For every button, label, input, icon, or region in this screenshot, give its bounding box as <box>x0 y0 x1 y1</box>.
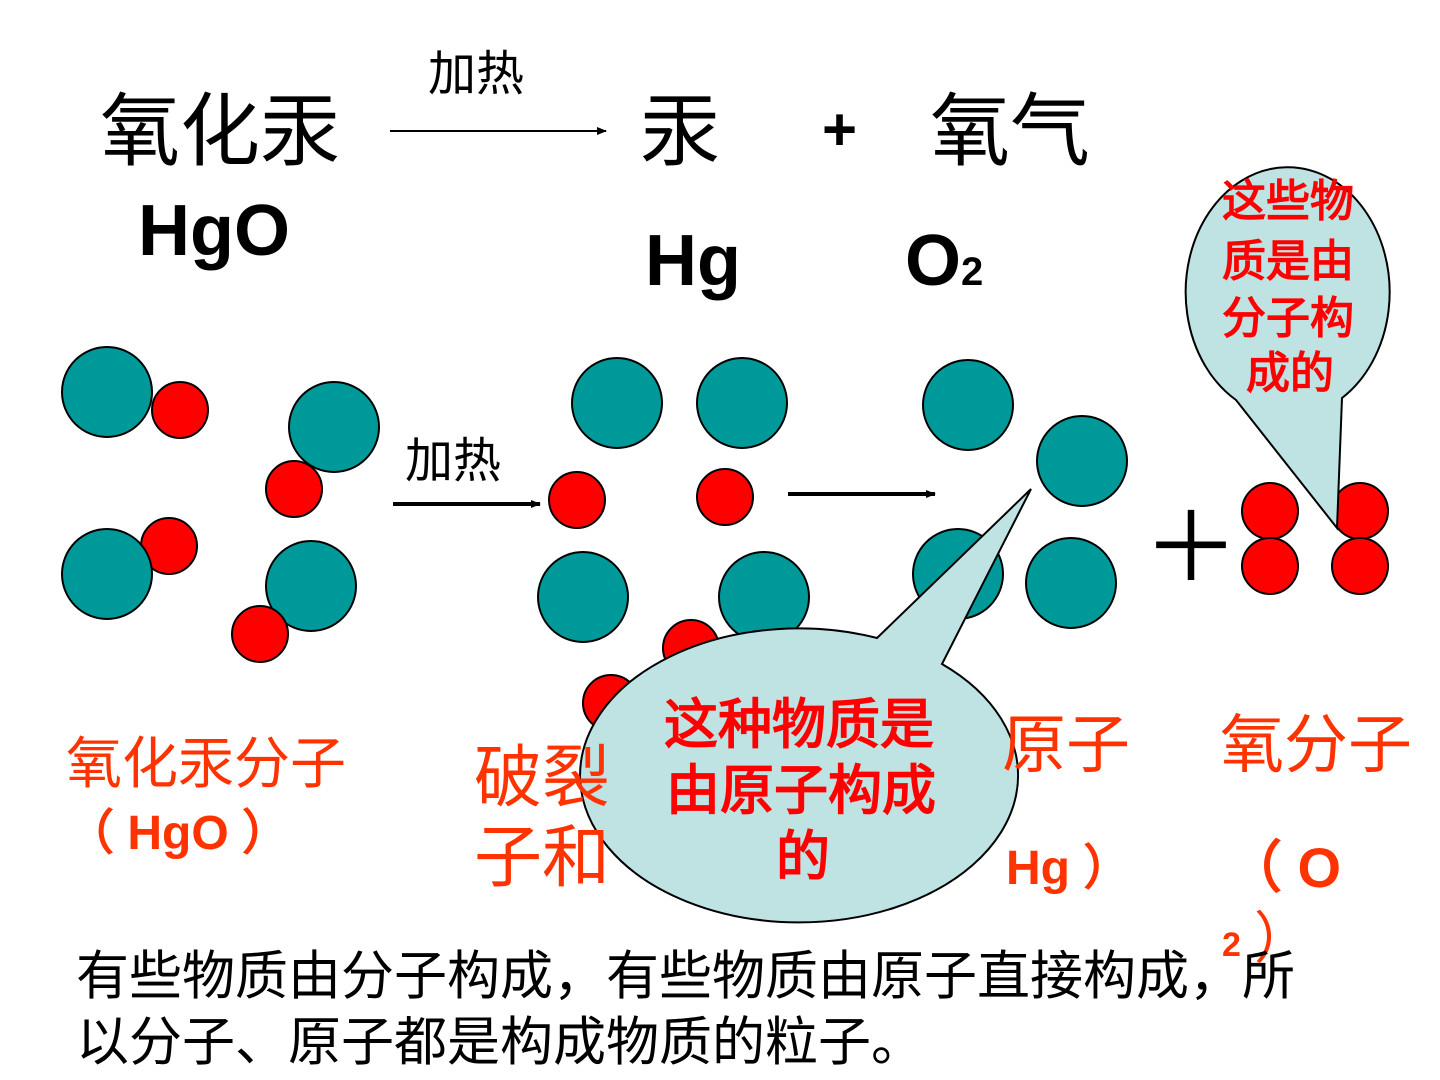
hg-atom-label: 原子 <box>1002 709 1130 783</box>
mercury-atom <box>922 359 1014 451</box>
mercury-atom <box>696 357 788 449</box>
mercury-atom <box>1025 537 1117 629</box>
product1-formula: Hg <box>645 221 741 301</box>
broken-label-line2: 子和 <box>474 819 611 898</box>
mercury-atom <box>288 381 380 473</box>
mercury-atom <box>61 528 153 620</box>
mercury-atom <box>265 540 357 632</box>
atoms-callout-bubble <box>579 488 1032 924</box>
hg-formula-label: Hg ） <box>1006 842 1132 895</box>
plus-sign: + <box>822 96 858 163</box>
reactant-name: 氧化汞 <box>100 85 340 178</box>
oxygen-atom <box>696 468 754 526</box>
hgo-molecule-label: 氧化汞分子 <box>66 732 346 797</box>
mercury-atom <box>1036 415 1128 507</box>
oxygen-atom <box>231 605 289 663</box>
o2-formula-open: （ O <box>1226 836 1342 899</box>
o2-molecule-label: 氧分子 <box>1220 709 1412 783</box>
molecules-callout-bubble <box>1184 166 1391 531</box>
oxygen-atom <box>1331 482 1389 540</box>
oxygen-molecules-group <box>1241 482 1389 595</box>
hgo-formula-label: （ HgO ） <box>66 807 290 860</box>
atoms-callout-line2: 由原子构成 <box>666 759 936 822</box>
mercury-atom <box>537 551 629 643</box>
top-condition-label: 加热 <box>428 46 525 102</box>
broken-label-line1: 破裂 <box>474 739 611 818</box>
oxygen-atom <box>548 471 606 529</box>
atoms-callout-line3: 的 <box>776 825 830 888</box>
product2-formula-subscript: 2 <box>961 250 984 294</box>
mercury-atom <box>571 357 663 449</box>
separated-atoms-group <box>537 357 810 732</box>
oxygen-atom <box>1331 537 1389 595</box>
product2-name: 氧气 <box>930 85 1090 178</box>
o2-formula-subscript: 2 <box>1222 926 1241 964</box>
molecules-callout-line1: 这些物 <box>1222 176 1354 227</box>
heating-arrow-label: 加热 <box>405 433 502 489</box>
conclusion-line1: 有些物质由分子构成，有些物质由原子直接构成，所 <box>76 946 1295 1007</box>
atoms-callout-line1: 这种物质是 <box>664 693 934 756</box>
o2-formula-close: ） <box>1254 907 1310 972</box>
oxygen-atom <box>1241 537 1299 595</box>
product1-name: 汞 <box>640 85 720 178</box>
reactant-formula: HgO <box>138 191 290 271</box>
hgo-molecule-group <box>61 346 380 663</box>
oxygen-atom <box>265 460 323 518</box>
molecules-callout-line4: 成的 <box>1246 348 1334 399</box>
oxygen-atom <box>151 381 209 439</box>
diagram-plus-sign: ＋ <box>1143 492 1239 604</box>
molecules-callout-line2: 质是由 <box>1222 236 1354 287</box>
molecules-callout-line3: 分子构 <box>1222 293 1354 344</box>
mercury-atom <box>61 346 153 438</box>
product2-formula-base: O <box>905 221 962 301</box>
product2-formula: O2 <box>905 225 983 297</box>
oxygen-atom <box>1241 482 1299 540</box>
conclusion-line2: 以分子、原子都是构成物质的粒子。 <box>76 1012 924 1073</box>
